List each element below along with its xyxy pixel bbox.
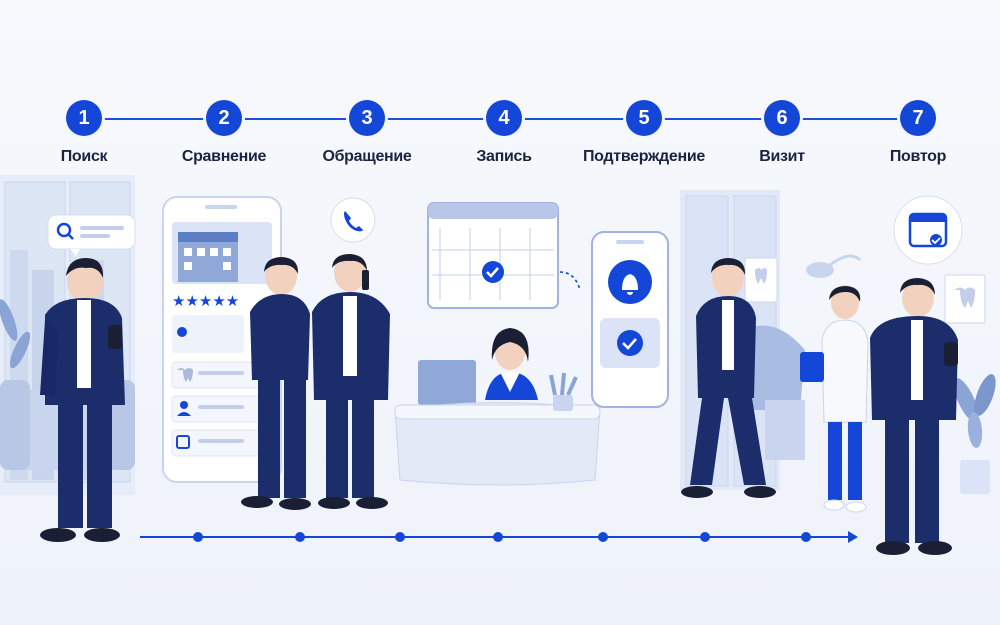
step-confirmation: 5 Подтверждение (574, 100, 714, 166)
tooth-icon (177, 368, 193, 382)
phone-icon (344, 211, 363, 232)
step-number: 7 (900, 100, 936, 136)
tooth-poster (944, 274, 986, 324)
reception (394, 328, 601, 486)
calendar-bubble (893, 195, 963, 265)
confirmation-phone (591, 231, 669, 408)
track-dot (193, 532, 203, 542)
step-label: Обращение (322, 148, 412, 165)
search-icon (56, 222, 72, 238)
track-dot (801, 532, 811, 542)
step-number: 5 (626, 100, 662, 136)
rating-stars: ★★★★★ (172, 292, 239, 310)
step-number: 6 (764, 100, 800, 136)
track-dot (295, 532, 305, 542)
step-label: Сравнение (181, 148, 267, 165)
step-booking: 4 Запись (434, 100, 574, 166)
track-dot (598, 532, 608, 542)
calendar-window (427, 202, 559, 309)
comparison-phone: ★★★★★ (162, 196, 282, 483)
step-search: 1 Поиск (14, 100, 154, 166)
track-dot (700, 532, 710, 542)
bell-icon (622, 274, 638, 295)
journey-stepper: 1 Поиск 2 Сравнение 3 Обращение 4 Запись… (0, 0, 1000, 180)
step-label: Поиск (60, 148, 108, 165)
step-repeat: 7 Повтор (848, 100, 988, 166)
step-label: Визит (759, 148, 805, 165)
step-label: Запись (476, 148, 532, 165)
building-icon (178, 232, 238, 282)
map-pin-icon (177, 327, 187, 337)
user-icon (180, 401, 188, 409)
step-label: Повтор (889, 148, 947, 165)
plant-right (953, 374, 996, 494)
step-number: 4 (486, 100, 522, 136)
step-visit: 6 Визит (712, 100, 852, 166)
dashed-arrow (559, 271, 581, 291)
check-icon (617, 330, 643, 356)
step-number: 3 (349, 100, 385, 136)
tooth-icon (955, 287, 975, 308)
search-bubble (47, 214, 136, 256)
phone-bubble (330, 197, 376, 243)
step-contact: 3 Обращение (297, 100, 437, 166)
calendar-icon (176, 435, 190, 449)
step-label: Подтверждение (582, 148, 706, 165)
step-compare: 2 Сравнение (154, 100, 294, 166)
person-calling (312, 254, 390, 509)
person-searching (40, 258, 125, 542)
nurse (800, 285, 869, 513)
person-visiting (681, 258, 776, 498)
progress-track (140, 531, 858, 543)
plant-left (0, 299, 31, 369)
person-returning (870, 278, 958, 555)
step-number: 1 (66, 100, 102, 136)
track-dot (493, 532, 503, 542)
track-dot (395, 532, 405, 542)
step-number: 2 (206, 100, 242, 136)
person-comparing (241, 257, 311, 510)
